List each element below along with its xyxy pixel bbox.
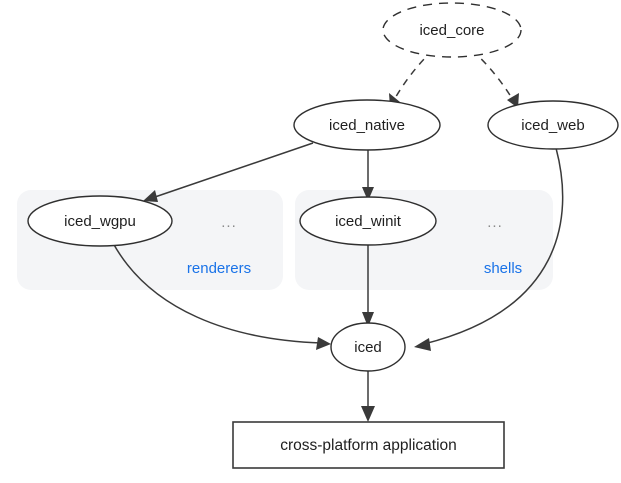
edge-iced-to-application xyxy=(361,370,375,422)
edge-iced-winit-to-iced xyxy=(362,243,374,327)
arrowhead-application xyxy=(361,406,375,422)
iced-web-ellipse[interactable] xyxy=(487,100,619,150)
edge-iced-core-to-iced-native xyxy=(389,49,434,108)
arrowhead-iced-from-web xyxy=(414,338,431,351)
iced-web-label: iced_web xyxy=(521,117,584,134)
edge-iced-wgpu-to-iced xyxy=(112,242,331,350)
arrowhead-iced-wgpu xyxy=(143,190,158,202)
arrowhead-iced-winit xyxy=(362,187,374,201)
iced-winit-ellipse[interactable] xyxy=(299,196,437,246)
arrowhead-iced-from-wgpu xyxy=(316,337,331,350)
edge-iced-web-to-iced xyxy=(414,147,564,351)
iced-wgpu-label: iced_wgpu xyxy=(64,213,136,230)
renderers-ellipsis: ... xyxy=(221,214,237,231)
iced-winit-label: iced_winit xyxy=(335,213,402,230)
shells-ellipsis: ... xyxy=(487,214,503,231)
edge-iced-native-to-iced-winit xyxy=(362,147,374,201)
node-iced-native[interactable]: iced_native xyxy=(293,99,441,151)
edge-iced-native-to-iced-wgpu xyxy=(143,142,314,202)
arrowhead-iced-from-winit xyxy=(362,312,374,327)
node-iced-web[interactable]: iced_web xyxy=(487,100,619,150)
iced-native-label: iced_native xyxy=(329,117,405,134)
node-application[interactable]: cross-platform application xyxy=(232,421,505,469)
node-iced-core[interactable]: iced_core xyxy=(382,2,522,58)
iced-label: iced xyxy=(354,339,382,356)
node-iced[interactable]: iced xyxy=(330,322,406,372)
edge-iced-core-to-iced-web xyxy=(471,49,519,108)
iced-ellipse[interactable] xyxy=(330,322,406,372)
iced-core-label: iced_core xyxy=(419,22,484,39)
arrowhead-iced-web xyxy=(507,93,519,108)
iced-core-ellipse[interactable] xyxy=(382,2,522,58)
application-box[interactable] xyxy=(232,421,505,469)
node-iced-winit[interactable]: iced_winit xyxy=(299,196,437,246)
node-iced-wgpu[interactable]: iced_wgpu xyxy=(27,195,173,247)
application-label: cross-platform application xyxy=(280,437,457,454)
renderers-group-label: renderers xyxy=(187,260,251,277)
iced-wgpu-ellipse[interactable] xyxy=(27,195,173,247)
iced-native-ellipse[interactable] xyxy=(293,99,441,151)
shells-group-label: shells xyxy=(484,260,522,277)
